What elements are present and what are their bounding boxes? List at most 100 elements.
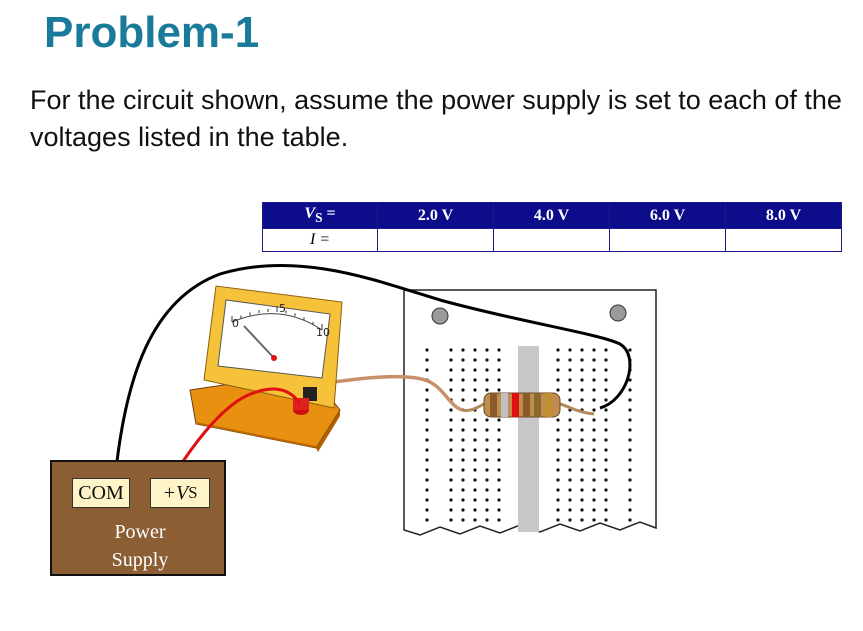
- breadboard-hole: [580, 418, 584, 422]
- breadboard-hole: [497, 508, 501, 512]
- breadboard-hole: [604, 488, 608, 492]
- breadboard-hole: [556, 448, 560, 452]
- current-cell-4[interactable]: [725, 228, 842, 252]
- breadboard-hole: [461, 458, 465, 462]
- breadboard-hole: [449, 388, 453, 392]
- breadboard-hole: [425, 368, 429, 372]
- breadboard-hole: [473, 428, 477, 432]
- breadboard-hole: [449, 488, 453, 492]
- breadboard-hole: [485, 498, 489, 502]
- breadboard-hole: [497, 448, 501, 452]
- breadboard-hole: [556, 368, 560, 372]
- breadboard-hole: [556, 378, 560, 382]
- breadboard-hole: [497, 378, 501, 382]
- breadboard-hole: [592, 498, 596, 502]
- breadboard-hole: [497, 438, 501, 442]
- breadboard-hole: [497, 358, 501, 362]
- breadboard-hole: [473, 368, 477, 372]
- breadboard-hole: [461, 348, 465, 352]
- breadboard-hole: [473, 388, 477, 392]
- breadboard-hole: [604, 468, 608, 472]
- breadboard-hole: [497, 388, 501, 392]
- breadboard-hole: [485, 458, 489, 462]
- breadboard-hole: [628, 478, 632, 482]
- table-header-row: VS = 2.0 V 4.0 V 6.0 V 8.0 V: [262, 202, 842, 229]
- breadboard-hole: [568, 518, 572, 522]
- breadboard-hole: [449, 448, 453, 452]
- breadboard-hole: [580, 468, 584, 472]
- breadboard-hole: [592, 388, 596, 392]
- breadboard-hole: [449, 508, 453, 512]
- breadboard-hole: [473, 468, 477, 472]
- breadboard-hole: [425, 398, 429, 402]
- breadboard-hole: [556, 478, 560, 482]
- breadboard-hole: [425, 468, 429, 472]
- breadboard-hole: [628, 348, 632, 352]
- breadboard-hole: [449, 468, 453, 472]
- breadboard-hole: [485, 378, 489, 382]
- header-voltage-4: 8.0 V: [725, 202, 842, 229]
- breadboard-hole: [592, 398, 596, 402]
- breadboard-hole: [497, 368, 501, 372]
- breadboard-hole: [473, 508, 477, 512]
- breadboard-hole: [592, 458, 596, 462]
- resistor-band: [523, 393, 530, 417]
- breadboard-hole: [485, 468, 489, 472]
- power-supply-label: Power Supply: [111, 521, 169, 571]
- breadboard-hole: [425, 488, 429, 492]
- com-terminal[interactable]: COM: [72, 478, 130, 508]
- breadboard-hole: [580, 398, 584, 402]
- breadboard-hole: [425, 438, 429, 442]
- breadboard-hole: [485, 388, 489, 392]
- resistor-band: [490, 393, 497, 417]
- breadboard-hole: [461, 398, 465, 402]
- breadboard-hole: [449, 418, 453, 422]
- breadboard-hole: [485, 358, 489, 362]
- breadboard-hole: [425, 388, 429, 392]
- breadboard-hole: [485, 438, 489, 442]
- mounting-hole-left: [431, 307, 449, 325]
- current-cell-2[interactable]: [493, 228, 610, 252]
- breadboard-hole: [604, 378, 608, 382]
- breadboard-hole: [449, 408, 453, 412]
- breadboard-hole: [461, 418, 465, 422]
- meter-needle: [243, 325, 275, 359]
- breadboard-hole: [461, 518, 465, 522]
- current-cell-3[interactable]: [609, 228, 726, 252]
- scale-mid: 5: [279, 302, 286, 315]
- breadboard-hole: [473, 438, 477, 442]
- breadboard-hole: [497, 348, 501, 352]
- breadboard-hole: [628, 518, 632, 522]
- breadboard-hole: [568, 488, 572, 492]
- breadboard-hole: [497, 468, 501, 472]
- vs-symbol: V: [304, 204, 316, 222]
- breadboard-hole: [556, 418, 560, 422]
- black-terminal: [303, 387, 317, 401]
- breadboard-hole: [425, 418, 429, 422]
- current-row-label: I =: [262, 228, 378, 252]
- breadboard-hole: [568, 368, 572, 372]
- breadboard-hole: [473, 378, 477, 382]
- breadboard-hole: [461, 508, 465, 512]
- breadboard-hole: [497, 498, 501, 502]
- breadboard-hole: [461, 438, 465, 442]
- breadboard-hole: [592, 358, 596, 362]
- breadboard-hole: [604, 428, 608, 432]
- breadboard-hole: [592, 518, 596, 522]
- breadboard-hole: [568, 448, 572, 452]
- breadboard-hole: [556, 498, 560, 502]
- breadboard-hole: [568, 388, 572, 392]
- current-cell-1[interactable]: [377, 228, 494, 252]
- breadboard-hole: [580, 428, 584, 432]
- breadboard-hole: [473, 488, 477, 492]
- breadboard-hole: [568, 478, 572, 482]
- breadboard-hole: [568, 358, 572, 362]
- red-wire: [174, 387, 302, 473]
- breadboard-hole: [485, 508, 489, 512]
- breadboard-hole: [449, 358, 453, 362]
- breadboard-hole: [556, 428, 560, 432]
- breadboard-hole: [568, 418, 572, 422]
- breadboard-hole: [592, 368, 596, 372]
